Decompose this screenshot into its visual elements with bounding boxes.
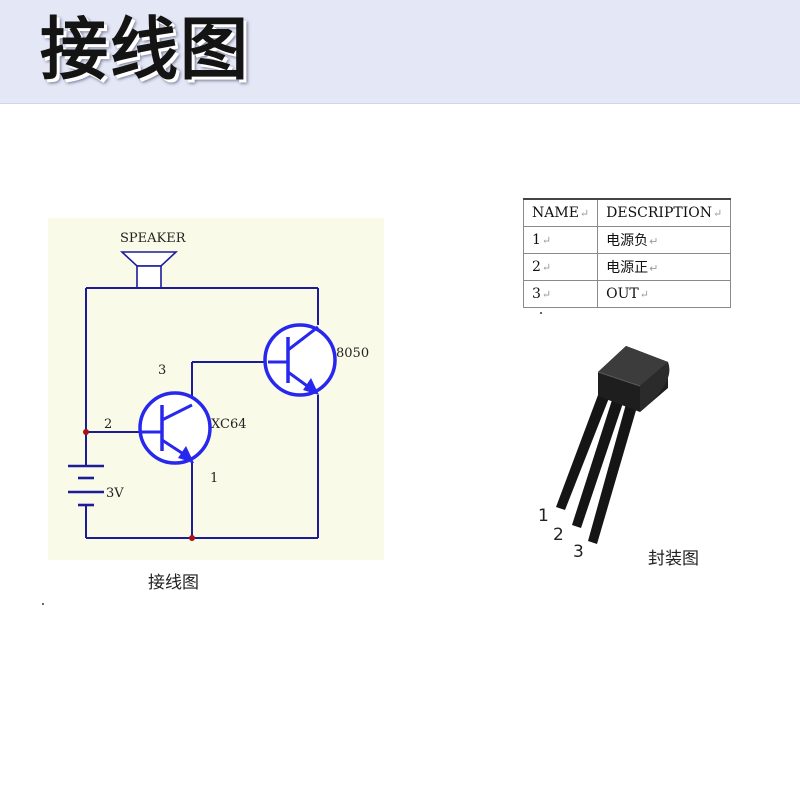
package-pin-3-label: 3 bbox=[573, 542, 584, 562]
table-row: 2↵ 电源正↵ bbox=[522, 253, 732, 281]
pin-description-table: NAME↵ DESCRIPTION↵ 1↵ 电源负↵ 2↵ 电源正↵ 3↵ OU… bbox=[522, 198, 732, 308]
table-cell-description: OUT↵ bbox=[597, 280, 732, 308]
transistor-xc64 bbox=[138, 391, 212, 465]
table-cell-name: 2↵ bbox=[522, 253, 599, 281]
table-cell-description: 电源负↵ bbox=[597, 226, 732, 254]
schematic-pin-2-label: 2 bbox=[104, 417, 112, 432]
speaker-symbol bbox=[119, 251, 179, 289]
transistor-8050 bbox=[263, 323, 337, 397]
to92-package-illustration bbox=[556, 346, 670, 544]
transistor-xc64-label: XC64 bbox=[211, 417, 247, 432]
battery-symbol bbox=[68, 464, 104, 507]
junction-dot-bottom bbox=[189, 535, 195, 541]
table-row: 3↵ OUT↵ bbox=[522, 280, 732, 308]
table-cell-description: 电源正↵ bbox=[597, 253, 732, 281]
schematic-pin-3-label: 3 bbox=[158, 363, 166, 378]
package-caption: 封装图 bbox=[648, 549, 699, 569]
junction-dot-left bbox=[83, 429, 89, 435]
schematic-caption: 接线图 bbox=[148, 573, 199, 593]
page-title: 接线图 bbox=[40, 11, 251, 90]
table-row: 1↵ 电源负↵ bbox=[522, 226, 732, 254]
stray-mark bbox=[540, 312, 542, 314]
table-header-cell: NAME↵ bbox=[522, 198, 599, 227]
battery-label: 3V bbox=[106, 486, 124, 501]
table-cell-name: 3↵ bbox=[522, 280, 599, 308]
transistor-8050-label: 8050 bbox=[336, 346, 369, 361]
package-pin-2-label: 2 bbox=[553, 525, 564, 545]
circuit-wires bbox=[85, 287, 319, 539]
package-pin-1-label: 1 bbox=[538, 506, 549, 526]
schematic-pin-1-label: 1 bbox=[210, 471, 218, 486]
table-cell-name: 1↵ bbox=[522, 226, 599, 254]
table-header-row: NAME↵ DESCRIPTION↵ bbox=[522, 198, 732, 227]
schematic-background bbox=[48, 218, 384, 560]
table-header-cell: DESCRIPTION↵ bbox=[597, 198, 732, 227]
stray-mark bbox=[42, 603, 44, 605]
speaker-label: SPEAKER bbox=[120, 231, 187, 246]
title-banner: 接线图 bbox=[0, 0, 800, 104]
